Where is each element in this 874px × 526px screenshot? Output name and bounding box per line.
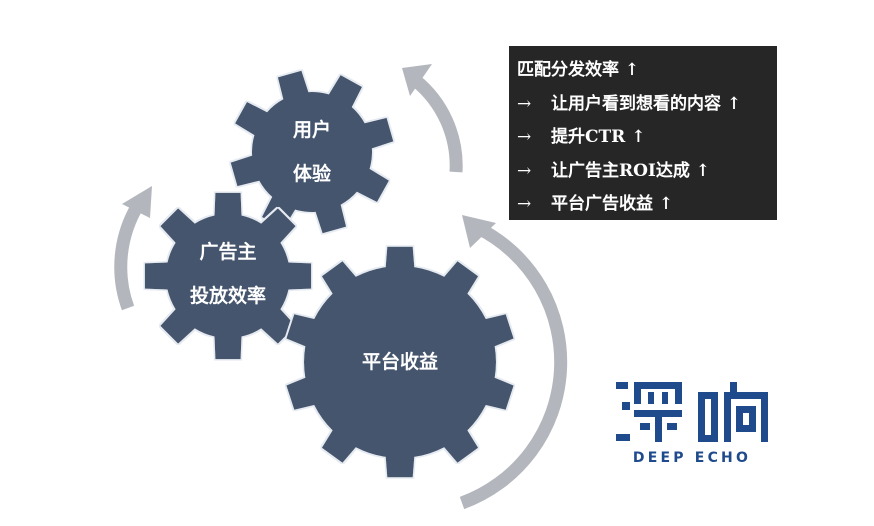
info-item-text: 平台广告收益 ↑: [551, 194, 674, 214]
gear-label-line: 广告主: [199, 241, 257, 263]
info-box-title: 匹配分发效率 ↑: [517, 60, 640, 80]
info-item: → 让广告主ROI达成 ↑: [517, 155, 777, 189]
cycle-arrow-top-right: [402, 64, 463, 173]
info-item: → 提升CTR ↑: [517, 121, 777, 155]
cycle-arrow-left: [114, 186, 152, 311]
gear-label-line: 用户: [292, 119, 331, 141]
info-box: 匹配分发效率 ↑ → 让用户看到想看的内容 ↑ → 提升CTR ↑ → 让广告主ROI…: [509, 46, 777, 220]
info-item-text: 让用户看到想看的内容 ↑: [551, 93, 742, 114]
arrow-right-icon: →: [517, 127, 532, 147]
logo-wordmark: DEEP ECHO: [632, 450, 752, 466]
gear-label-advertiser-efficiency: 广告主 投放效率: [168, 230, 288, 318]
cycle-arrow-right: [459, 215, 568, 510]
info-item-text: 提升CTR ↑: [551, 127, 646, 147]
gear-label-platform-revenue: 平台收益: [340, 340, 460, 384]
gear-user-experience: [230, 70, 394, 234]
gear-advertiser-efficiency: [144, 192, 312, 360]
info-item: → 平台广告收益 ↑: [517, 188, 777, 222]
arrow-right-icon: →: [517, 93, 532, 114]
gear-platform-revenue: [286, 246, 514, 478]
gear-label-line: 投放效率: [189, 285, 266, 307]
gear-label-line: 体验: [292, 163, 331, 185]
logo-mark-icon: [616, 382, 768, 442]
info-item: → 让用户看到想看的内容 ↑: [517, 88, 777, 122]
deep-echo-logo: DEEP ECHO: [612, 378, 772, 473]
gear-label-line: 平台收益: [361, 351, 438, 373]
info-item-text: 让广告主ROI达成 ↑: [551, 160, 711, 181]
arrow-right-icon: →: [517, 160, 532, 181]
arrow-right-icon: →: [517, 194, 532, 214]
gear-label-user-experience: 用户 体验: [272, 108, 352, 196]
